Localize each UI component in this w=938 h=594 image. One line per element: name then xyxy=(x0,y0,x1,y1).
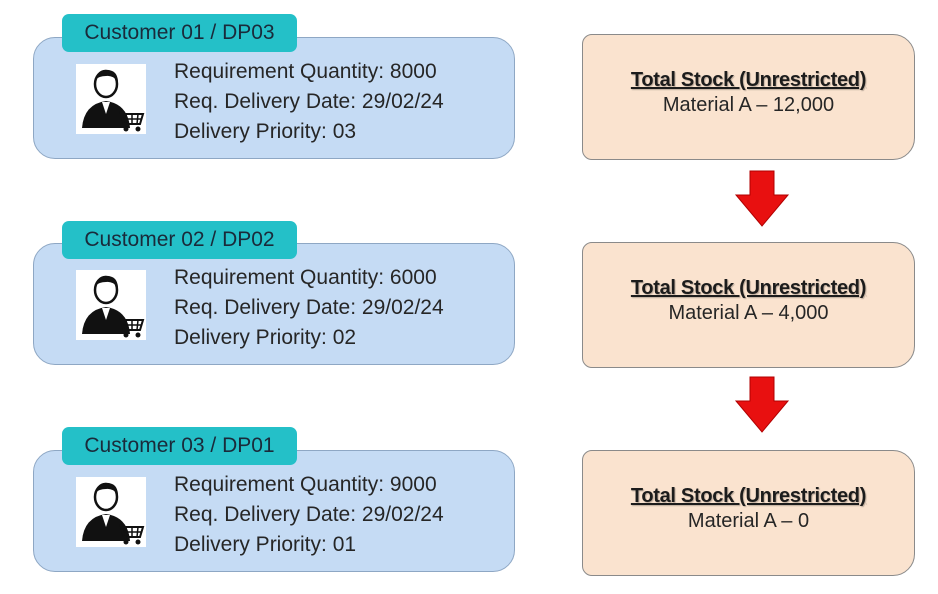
customer-card-3: Requirement Quantity: 9000 Req. Delivery… xyxy=(33,450,515,572)
customer-details: Requirement Quantity: 6000 Req. Delivery… xyxy=(174,263,444,353)
stock-title: Total Stock (Unrestricted) xyxy=(630,277,867,299)
down-arrow-icon xyxy=(734,170,790,228)
customer-card-2: Requirement Quantity: 6000 Req. Delivery… xyxy=(33,243,515,365)
customer-with-cart-icon xyxy=(76,270,146,340)
delivery-date: Req. Delivery Date: 29/02/24 xyxy=(174,296,444,319)
delivery-date: Req. Delivery Date: 29/02/24 xyxy=(174,90,444,113)
customer-with-cart-icon xyxy=(76,477,146,547)
stock-value: Material A – 0 xyxy=(687,510,810,532)
stock-value: Material A – 4,000 xyxy=(668,302,829,324)
down-arrow-icon xyxy=(734,376,790,434)
stock-title: Total Stock (Unrestricted) xyxy=(630,485,867,507)
stock-title: Total Stock (Unrestricted) xyxy=(630,69,867,91)
delivery-date: Req. Delivery Date: 29/02/24 xyxy=(174,503,444,526)
stock-box-3: Total Stock (Unrestricted) Material A – … xyxy=(582,450,915,576)
delivery-priority: Delivery Priority: 01 xyxy=(174,533,357,556)
stock-value: Material A – 12,000 xyxy=(662,94,835,116)
customer-tab-3: Customer 03 / DP01 xyxy=(62,427,297,465)
delivery-priority: Delivery Priority: 03 xyxy=(174,120,357,143)
customer-tab-1: Customer 01 / DP03 xyxy=(62,14,297,52)
requirement-quantity: Requirement Quantity: 9000 xyxy=(174,473,437,496)
customer-details: Requirement Quantity: 8000 Req. Delivery… xyxy=(174,57,444,147)
customer-details: Requirement Quantity: 9000 Req. Delivery… xyxy=(174,470,444,560)
requirement-quantity: Requirement Quantity: 8000 xyxy=(174,60,437,83)
stock-box-2: Total Stock (Unrestricted) Material A – … xyxy=(582,242,915,368)
customer-with-cart-icon xyxy=(76,64,146,134)
customer-card-1: Requirement Quantity: 8000 Req. Delivery… xyxy=(33,37,515,159)
requirement-quantity: Requirement Quantity: 6000 xyxy=(174,266,437,289)
customer-tab-2: Customer 02 / DP02 xyxy=(62,221,297,259)
delivery-priority: Delivery Priority: 02 xyxy=(174,326,357,349)
stock-box-1: Total Stock (Unrestricted) Material A – … xyxy=(582,34,915,160)
